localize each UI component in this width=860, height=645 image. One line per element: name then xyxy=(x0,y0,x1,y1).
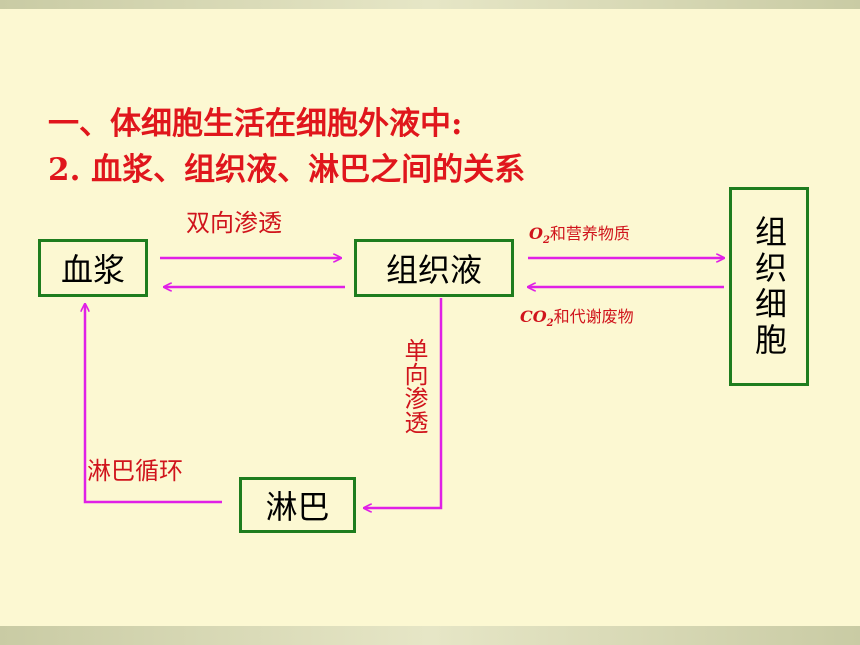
co2-symbol: CO xyxy=(520,307,547,326)
label-lymph-circulation: 淋巴循环 xyxy=(87,457,183,485)
node-plasma: 血浆 xyxy=(38,239,148,297)
co2-text: 和代谢废物 xyxy=(553,307,634,326)
arrow-lymph-to-plasma xyxy=(85,304,222,504)
arrow-tissue-fluid-to-lymph xyxy=(364,298,443,508)
bottom-border xyxy=(0,626,860,645)
node-lymph: 淋巴 xyxy=(239,477,356,533)
node-tissue-fluid: 组织液 xyxy=(354,239,514,297)
label-co2-wastes: CO2和代谢废物 xyxy=(520,303,634,329)
o2-symbol: O xyxy=(529,224,543,243)
co2-subscript: 2 xyxy=(546,318,554,330)
o2-subscript: 2 xyxy=(542,235,550,247)
label-two-way-osmosis: 双向渗透 xyxy=(186,209,282,237)
heading-line-2: 2. 血浆、组织液、淋巴之间的关系 xyxy=(48,152,526,188)
node-tissue-cells: 组织细胞 xyxy=(729,187,809,386)
label-one-way-osmosis: 单向渗透 xyxy=(400,338,428,434)
o2-text: 和营养物质 xyxy=(549,224,630,243)
top-border xyxy=(0,0,860,9)
heading-line-1: 一、体细胞生活在细胞外液中: xyxy=(48,106,463,142)
label-o2-nutrients: O2和营养物质 xyxy=(529,220,630,246)
